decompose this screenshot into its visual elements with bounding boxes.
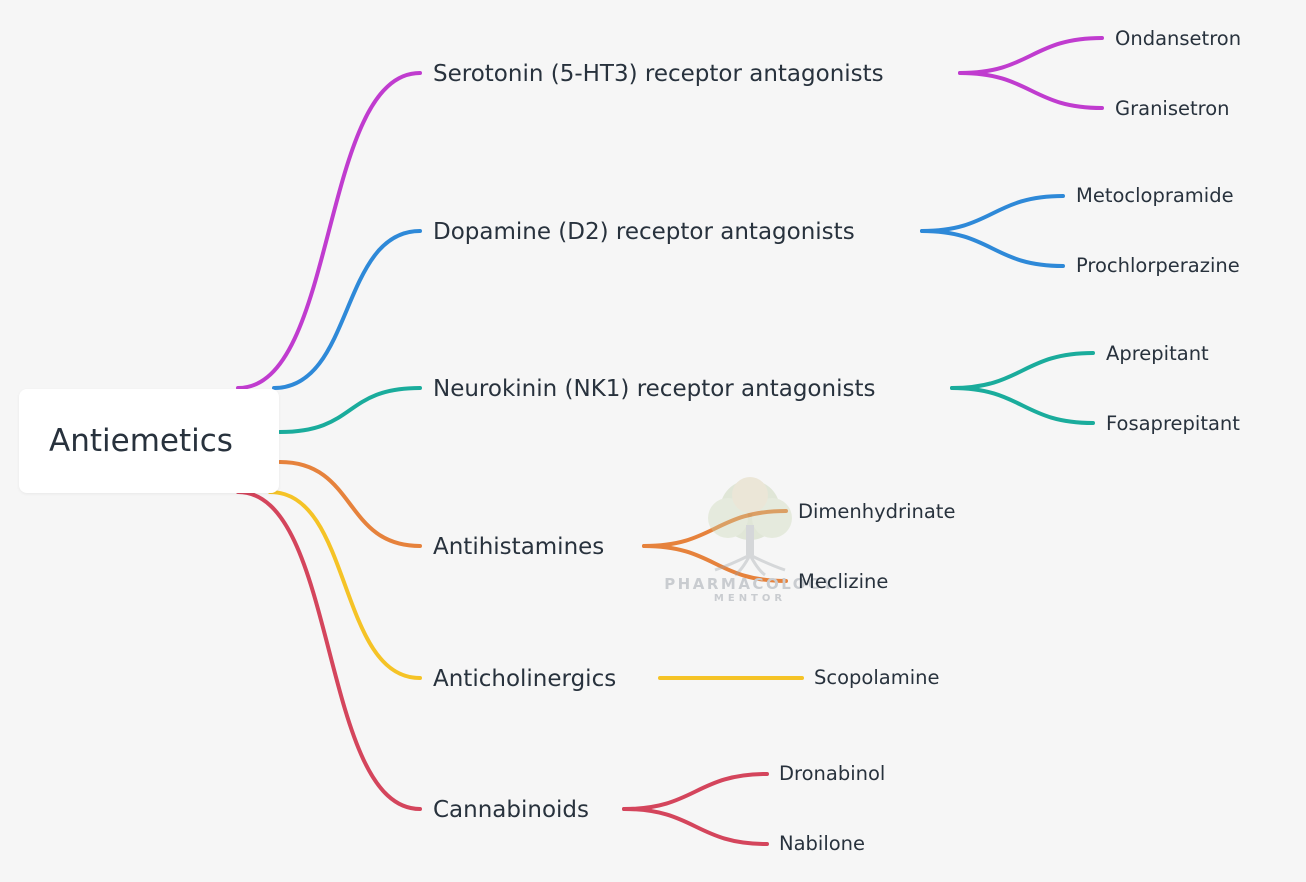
root-connector-4 <box>268 490 422 680</box>
leaf-connector-3-1 <box>642 544 788 583</box>
leaf-dronabinol[interactable]: Dronabinol <box>779 762 886 785</box>
leaf-connector-0-0 <box>958 36 1104 75</box>
branch-anticholinergics[interactable]: Anticholinergics <box>433 666 617 692</box>
leaf-connector-2-1 <box>950 386 1095 425</box>
leaf-connector-0-1 <box>958 71 1104 110</box>
branch-neurokinin[interactable]: Neurokinin (NK1) receptor antagonists <box>433 376 876 402</box>
leaf-fosaprepitant[interactable]: Fosaprepitant <box>1106 412 1240 435</box>
branch-cannabinoids[interactable]: Cannabinoids <box>433 797 590 823</box>
leaf-ondansetron[interactable]: Ondansetron <box>1115 27 1242 50</box>
root-connector-1 <box>272 229 422 390</box>
root-label: Antiemetics <box>49 423 233 459</box>
leaf-aprepitant[interactable]: Aprepitant <box>1106 342 1209 365</box>
leaf-connector-1-1 <box>920 229 1065 268</box>
leaf-connector-5-1 <box>622 807 769 846</box>
root-connector-5 <box>236 490 422 811</box>
root-connector-0 <box>236 71 422 390</box>
leaf-scopolamine[interactable]: Scopolamine <box>814 666 940 689</box>
leaf-meclizine[interactable]: Meclizine <box>798 570 889 593</box>
branch-dopamine[interactable]: Dopamine (D2) receptor antagonists <box>433 219 855 245</box>
leaf-granisetron[interactable]: Granisetron <box>1115 97 1230 120</box>
leaf-connector-2-0 <box>950 351 1095 390</box>
root-connector-2 <box>278 386 422 434</box>
branch-antihistamines[interactable]: Antihistamines <box>433 534 605 560</box>
leaf-connector-3-0 <box>642 509 788 548</box>
leaf-connector-5-0 <box>622 772 769 811</box>
root-node[interactable]: Antiemetics <box>19 389 279 493</box>
root-connector-3 <box>278 460 422 548</box>
leaf-metoclopramide[interactable]: Metoclopramide <box>1076 184 1234 207</box>
leaf-prochlorperazine[interactable]: Prochlorperazine <box>1076 254 1240 277</box>
leaf-dimenhydrinate[interactable]: Dimenhydrinate <box>798 500 956 523</box>
leaf-nabilone[interactable]: Nabilone <box>779 832 866 855</box>
leaf-connector-1-0 <box>920 194 1065 233</box>
branch-serotonin[interactable]: Serotonin (5-HT3) receptor antagonists <box>433 61 884 87</box>
